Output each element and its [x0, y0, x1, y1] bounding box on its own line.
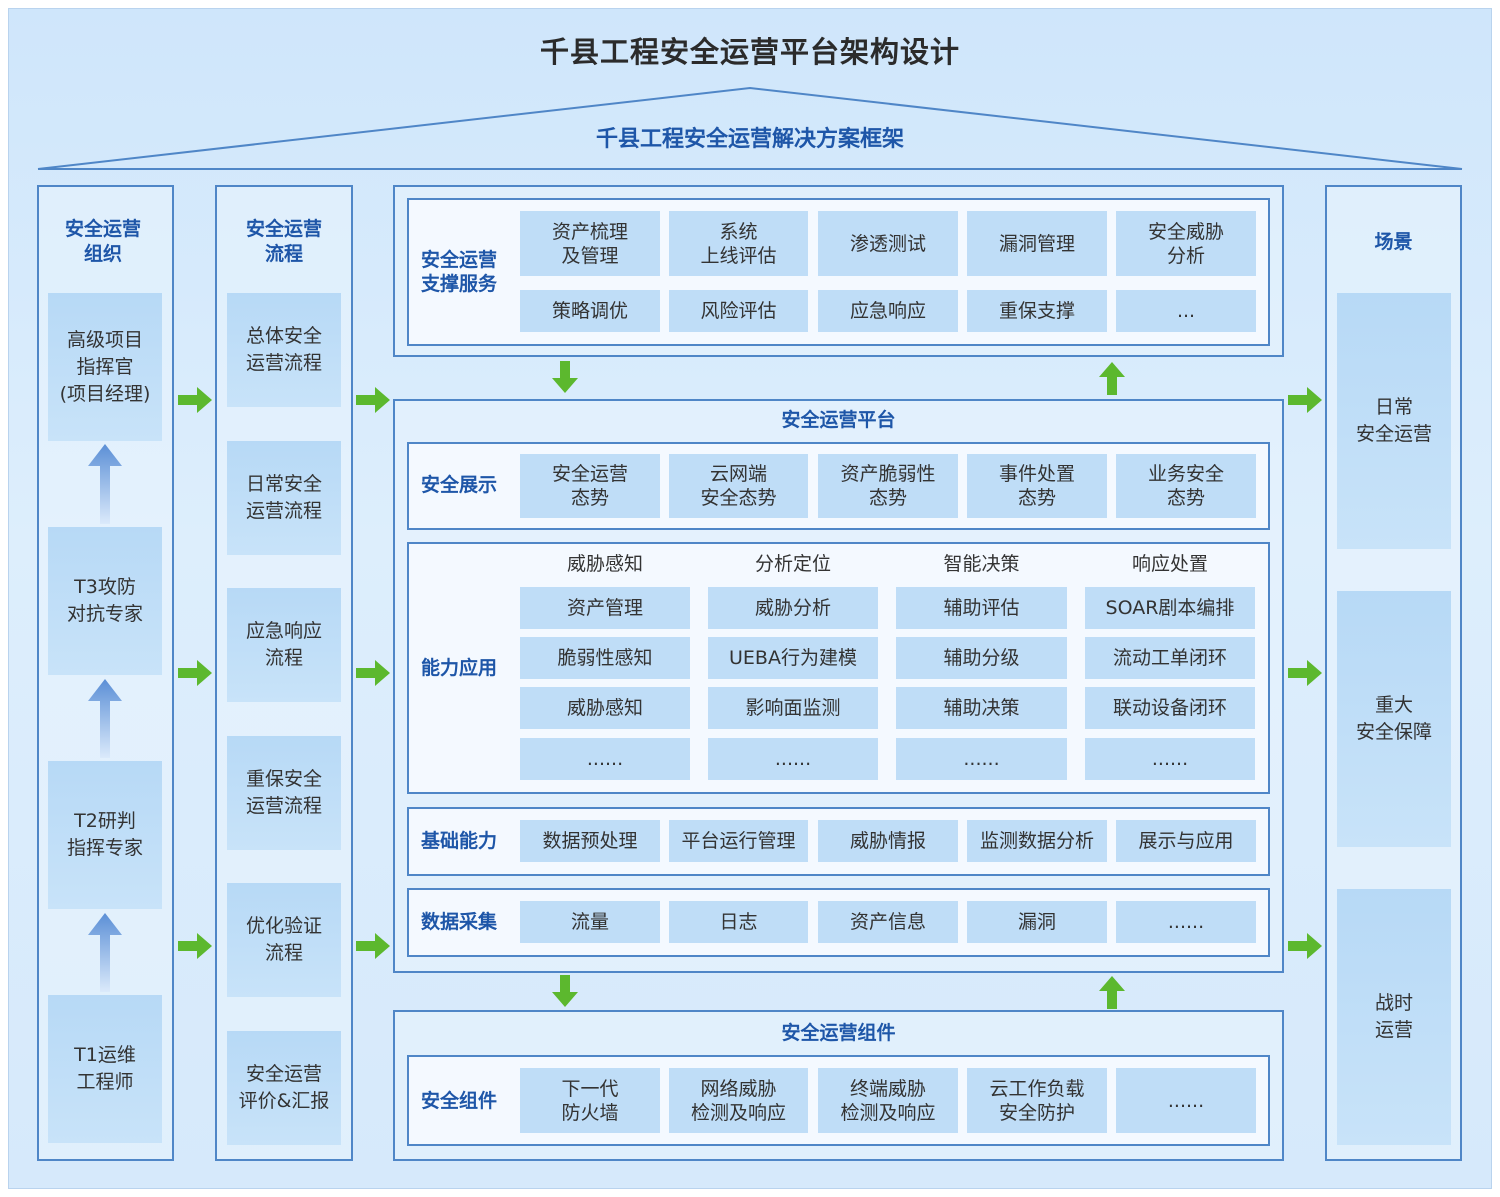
capability-cell: 联动设备闭环	[1085, 687, 1255, 729]
capability-cell: 辅助分级	[896, 637, 1067, 679]
up-arrow-icon	[88, 913, 122, 992]
service-cell: 渗透测试	[818, 211, 958, 276]
framework-title: 千县工程安全运营解决方案框架	[595, 127, 904, 152]
right-arrow-icon	[1288, 387, 1322, 413]
display-cell: 事件处置 态势	[967, 454, 1107, 518]
collection-label: 数据采集	[421, 911, 498, 933]
roof-outline	[37, 86, 1463, 170]
down-arrow-icon	[552, 361, 578, 393]
display-cell: 资产脆弱性 态势	[818, 454, 958, 518]
capability-cell: 威胁感知	[520, 687, 690, 729]
foundation-label: 基础能力	[421, 830, 498, 852]
up-arrow-icon	[1099, 976, 1125, 1009]
scenes-heading: 场景	[1374, 231, 1413, 253]
components-title: 安全运营组件	[781, 1022, 896, 1044]
capability-label: 能力应用	[421, 657, 498, 679]
service-cell: 重保支撑	[967, 290, 1107, 332]
capability-cell: ......	[896, 738, 1067, 780]
right-arrow-icon	[356, 387, 390, 413]
service-cell: 漏洞管理	[967, 211, 1107, 276]
service-cell: 安全威胁 分析	[1116, 211, 1256, 276]
capability-column-head: 响应处置	[1131, 553, 1208, 575]
capability-cell: ......	[520, 738, 690, 780]
diagram-title: 千县工程安全运营平台架构设计	[539, 35, 960, 69]
role-senior-commander: 高级项目 指挥官 (项目经理)	[48, 293, 162, 441]
capability-cell: 辅助决策	[896, 687, 1067, 729]
right-arrow-icon	[356, 933, 390, 959]
service-cell: 资产梳理 及管理	[520, 211, 660, 276]
capability-column-head: 智能决策	[943, 553, 1020, 575]
foundation-cell: 威胁情报	[818, 820, 958, 862]
capability-cell: 辅助评估	[896, 587, 1067, 629]
right-arrow-icon	[178, 387, 212, 413]
collection-cell: 日志	[669, 901, 808, 943]
component-cell: 云工作负载 安全防护	[967, 1068, 1107, 1133]
scene-major-assurance: 重大 安全保障	[1337, 591, 1451, 847]
service-cell: 系统 上线评估	[669, 211, 808, 276]
service-cell: ...	[1116, 290, 1256, 332]
capability-cell: SOAR剧本编排	[1085, 587, 1255, 629]
process-item: 重保安全 运营流程	[227, 736, 341, 850]
capability-cell: ......	[708, 738, 878, 780]
service-cell: 策略调优	[520, 290, 660, 332]
capability-cell: 脆弱性感知	[520, 637, 690, 679]
component-cell: ......	[1116, 1068, 1256, 1133]
process-item: 日常安全 运营流程	[227, 441, 341, 555]
capability-cell: 流动工单闭环	[1085, 637, 1255, 679]
support-services-label: 安全运营 支撑服务	[421, 249, 498, 295]
down-arrow-icon	[552, 975, 578, 1007]
display-label: 安全展示	[421, 474, 498, 496]
capability-column-head: 威胁感知	[566, 553, 643, 575]
up-arrow-icon	[88, 444, 122, 524]
role-t2-expert: T2研判 指挥专家	[48, 761, 162, 909]
service-cell: 应急响应	[818, 290, 958, 332]
component-cell: 网络威胁 检测及响应	[669, 1068, 808, 1133]
capability-cell: 影响面监测	[708, 687, 878, 729]
role-t3-expert: T3攻防 对抗专家	[48, 527, 162, 675]
capability-cell: ......	[1085, 738, 1255, 780]
right-arrow-icon	[178, 660, 212, 686]
organization-heading: 安全运营 组织	[64, 218, 141, 265]
collection-cell: 漏洞	[967, 901, 1107, 943]
collection-cell: 流量	[520, 901, 660, 943]
capability-cell: 威胁分析	[708, 587, 878, 629]
display-cell: 业务安全 态势	[1116, 454, 1256, 518]
process-item: 优化验证 流程	[227, 883, 341, 997]
right-arrow-icon	[1288, 933, 1322, 959]
collection-cell: 资产信息	[818, 901, 958, 943]
process-item: 总体安全 运营流程	[227, 293, 341, 407]
process-item: 安全运营 评价&汇报	[227, 1031, 341, 1145]
right-arrow-icon	[178, 933, 212, 959]
capability-column-head: 分析定位	[754, 553, 831, 575]
foundation-cell: 平台运行管理	[669, 820, 808, 862]
scene-daily: 日常 安全运营	[1337, 293, 1451, 549]
up-arrow-icon	[88, 679, 122, 758]
process-item: 应急响应 流程	[227, 588, 341, 702]
role-t1-engineer: T1运维 工程师	[48, 995, 162, 1143]
display-cell: 云网端 安全态势	[669, 454, 808, 518]
foundation-cell: 数据预处理	[520, 820, 660, 862]
components-label: 安全组件	[421, 1090, 498, 1112]
up-arrow-icon	[1099, 362, 1125, 395]
right-arrow-icon	[356, 660, 390, 686]
capability-cell: UEBA行为建模	[708, 637, 878, 679]
scene-wartime: 战时 运营	[1337, 889, 1451, 1145]
service-cell: 风险评估	[669, 290, 808, 332]
component-cell: 终端威胁 检测及响应	[818, 1068, 958, 1133]
collection-cell: ......	[1116, 901, 1256, 943]
right-arrow-icon	[1288, 660, 1322, 686]
foundation-cell: 展示与应用	[1116, 820, 1256, 862]
component-cell: 下一代 防火墙	[520, 1068, 660, 1133]
platform-title: 安全运营平台	[781, 409, 896, 431]
foundation-cell: 监测数据分析	[967, 820, 1107, 862]
capability-cell: 资产管理	[520, 587, 690, 629]
display-cell: 安全运营 态势	[520, 454, 660, 518]
process-heading: 安全运营 流程	[245, 218, 322, 265]
